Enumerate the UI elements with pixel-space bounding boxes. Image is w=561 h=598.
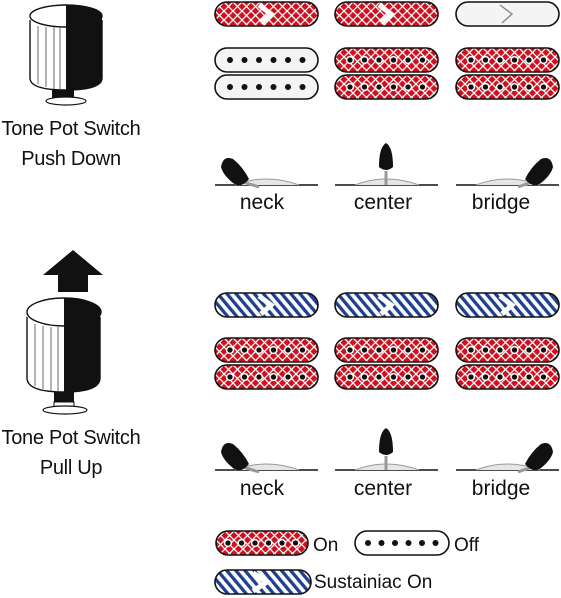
tone-knob-pull-up: [26, 297, 102, 415]
pickup-selector-switch: [335, 143, 438, 186]
legend-on-swatch: [215, 530, 309, 556]
pickup-selector-switch: [215, 443, 318, 474]
section2-caption-line1: Tone Pot Switch: [1, 427, 141, 449]
humbucker-pickup: [334, 337, 439, 390]
section1-position-bridge-label: bridge: [471, 191, 531, 214]
section2-caption: Tone Pot Switch Pull Up: [0, 423, 142, 483]
single-coil-pickup: [334, 1, 439, 27]
humbucker-pickup: [455, 47, 560, 100]
section1-caption: Tone Pot Switch Push Down: [0, 114, 142, 174]
single-coil-pickup: [214, 292, 319, 318]
section2-position-center-label: center: [353, 477, 413, 500]
humbucker-pickup: [334, 47, 439, 100]
single-coil-pickup: [455, 292, 560, 318]
section1-caption-line2: Push Down: [21, 148, 121, 170]
single-coil-pickup: [334, 292, 439, 318]
section1-position-center-label: center: [353, 191, 413, 214]
single-coil-pickup: [455, 1, 560, 27]
single-coil-pickup: [214, 1, 319, 27]
pickup-selector-switch: [215, 158, 318, 189]
section2-caption-line2: Pull Up: [39, 457, 103, 479]
section1-caption-line1: Tone Pot Switch: [1, 118, 141, 140]
legend-off-swatch: [354, 530, 450, 556]
section1-position-neck-label: neck: [239, 191, 285, 214]
section2-position-bridge-label: bridge: [471, 477, 531, 500]
tone-knob-push-down: [29, 4, 103, 106]
pickup-selector-switch: [456, 158, 559, 189]
legend-on-label: On: [313, 535, 339, 556]
section2-position-neck-label: neck: [239, 477, 285, 500]
pickup-selector-switch: [456, 443, 559, 474]
humbucker-pickup: [214, 47, 319, 100]
pickup-selector-switch: [335, 428, 438, 471]
humbucker-pickup: [455, 337, 560, 390]
legend-off-label: Off: [454, 535, 479, 556]
humbucker-pickup: [214, 337, 319, 390]
legend-sustainiac-label: Sustainiac On: [314, 572, 433, 593]
up-arrow-icon: [43, 250, 103, 292]
legend-sustainiac-swatch: [214, 569, 312, 595]
